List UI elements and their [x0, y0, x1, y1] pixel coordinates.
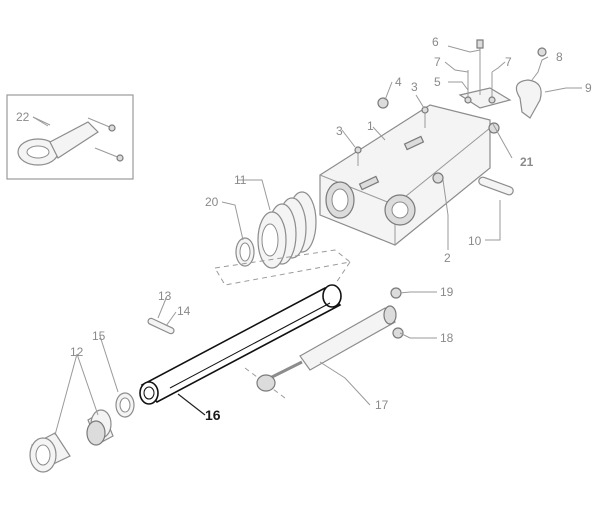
hook-part-9 — [515, 47, 547, 119]
callout-3a: 3 — [411, 80, 418, 94]
callout-9: 9 — [585, 81, 592, 95]
tube-part-16 — [139, 284, 342, 405]
housing-part-1 — [319, 104, 491, 246]
callout-6: 6 — [432, 35, 439, 49]
inset-box — [6, 94, 134, 180]
leader-lines — [32, 45, 582, 436]
callout-11: 11 — [234, 173, 247, 187]
bushings — [29, 392, 135, 473]
small-pin — [147, 317, 175, 335]
callout-13: 13 — [158, 289, 172, 303]
callout-21: 21 — [520, 155, 534, 169]
callout-4: 4 — [395, 75, 402, 89]
callout-2: 2 — [444, 251, 451, 265]
callout-14: 14 — [177, 304, 191, 318]
callout-7a: 7 — [434, 55, 441, 69]
pin-part-10 — [432, 172, 514, 196]
callout-18: 18 — [440, 331, 454, 345]
callout-19: 19 — [440, 285, 454, 299]
callout-15: 15 — [92, 329, 106, 343]
callout-7b: 7 — [505, 55, 512, 69]
ring-part-20 — [235, 237, 255, 267]
bellows-part-11 — [257, 191, 317, 269]
callout-16: 16 — [205, 407, 221, 423]
callout-12: 12 — [70, 345, 84, 359]
callout-10: 10 — [468, 234, 482, 248]
callout-22: 22 — [16, 110, 30, 124]
top-plate — [458, 39, 512, 134]
callout-1: 1 — [367, 119, 374, 133]
bolts — [354, 97, 429, 166]
callout-20: 20 — [205, 195, 219, 209]
callout-5: 5 — [434, 75, 441, 89]
callout-3b: 3 — [336, 124, 343, 138]
gas-spring-part-17 — [256, 287, 404, 392]
callout-labels: 22 6 7 7 5 8 9 4 3 3 1 21 2 10 11 20 13 … — [16, 35, 592, 423]
callout-8: 8 — [556, 50, 563, 64]
callout-17: 17 — [375, 398, 389, 412]
